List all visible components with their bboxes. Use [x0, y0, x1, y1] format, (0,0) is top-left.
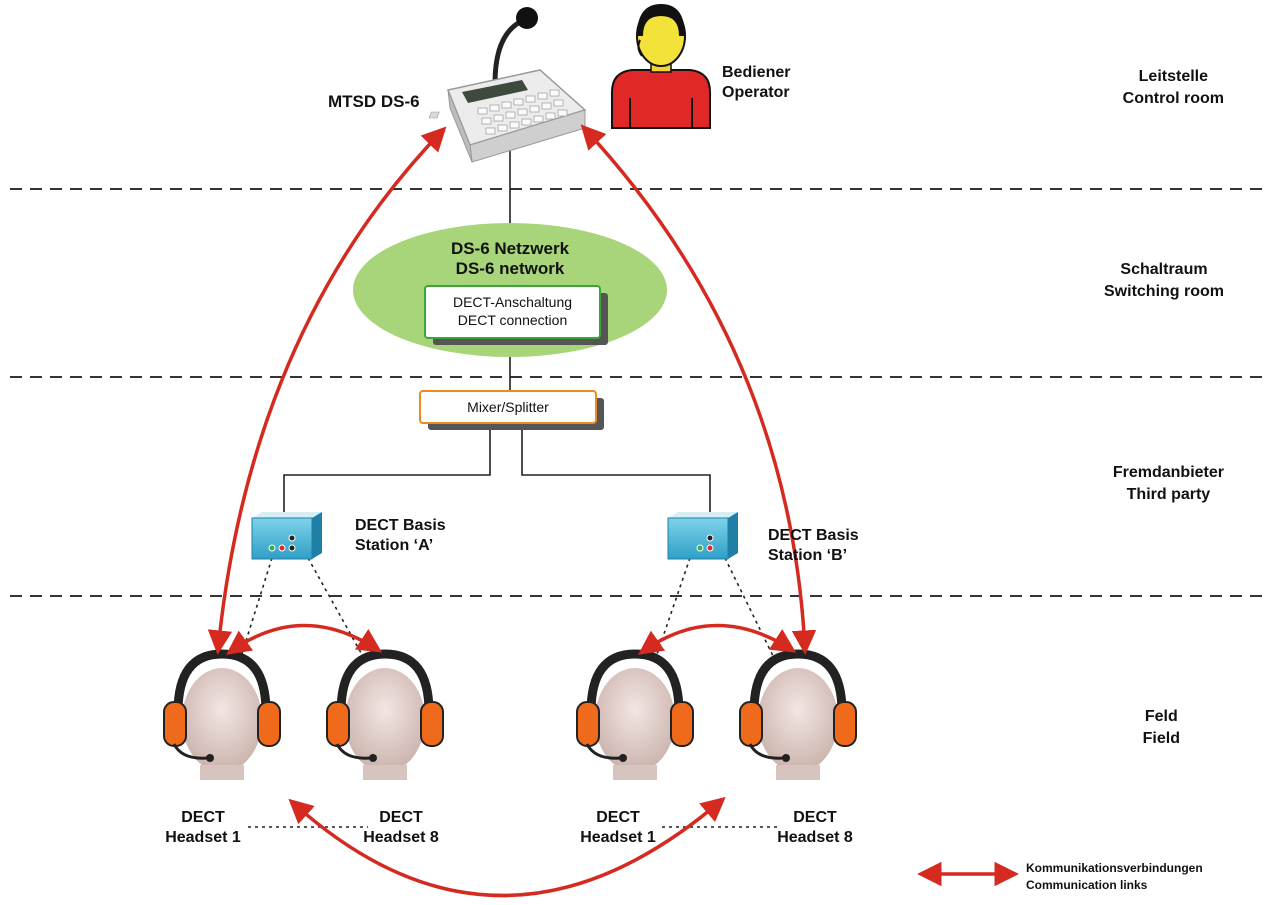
headset-1-b-line1: DECT	[596, 809, 640, 826]
link-group-a-group-b	[288, 796, 726, 898]
dect-connection-line1: DECT-Anschaltung	[452, 294, 573, 310]
network-label-line2: DS-6 network	[455, 259, 565, 278]
mixer-label: Mixer/Splitter	[467, 399, 549, 415]
legend-line1: Kommunikationsverbindungen	[1026, 861, 1203, 875]
zone-separators	[10, 188, 1268, 597]
zone-field: Feld Field	[1143, 706, 1180, 750]
communication-links	[207, 124, 1019, 898]
console-device	[428, 7, 587, 163]
zone-control-room-line2: Control room	[1122, 90, 1224, 107]
base-station-a-line1: DECT Basis	[355, 517, 446, 534]
headset-8-a-line1: DECT	[379, 809, 423, 826]
zone-switching-room-line1: Schaltraum	[1120, 261, 1208, 278]
link-headsets-b	[638, 623, 797, 655]
zone-field-line2: Field	[1142, 730, 1180, 747]
headset-8-b-icon	[739, 649, 857, 780]
headset-1-a-line2: Headset 1	[165, 829, 241, 846]
zone-third-party-line1: Fremdanbieter	[1112, 464, 1224, 481]
base-station-b-device	[667, 512, 738, 560]
headset-8-b-label: DECT Headset 8	[770, 808, 860, 848]
headset-8-a-label: DECT Headset 8	[356, 808, 446, 848]
operator-label-line2: Operator	[722, 84, 790, 101]
base-station-b-line1: DECT Basis	[768, 527, 859, 544]
zone-field-line1: Feld	[1144, 708, 1178, 725]
zone-switching-room: Schaltraum Switching room	[1104, 259, 1224, 303]
headset-1-a-label: DECT Headset 1	[158, 808, 248, 848]
base-station-a-line2: Station ‘A’	[355, 537, 434, 554]
headset-8-a-line2: Headset 8	[363, 829, 439, 846]
operator-label-line1: Bediener	[722, 64, 791, 81]
headset-8-a-icon	[326, 649, 444, 780]
headset-1-a-icon	[163, 649, 281, 780]
dect-connection-label: DECT-Anschaltung DECT connection	[425, 293, 600, 329]
radio-links	[239, 557, 780, 828]
network-label: DS-6 Netzwerk DS-6 network	[430, 239, 590, 279]
operator-label: Bediener Operator	[722, 63, 790, 103]
headset-1-b-line2: Headset 1	[580, 829, 656, 846]
headset-8-b-line2: Headset 8	[777, 829, 853, 846]
zone-third-party-line2: Third party	[1126, 486, 1211, 503]
operator-icon	[611, 4, 711, 129]
console-keys	[477, 89, 568, 135]
headset-8-b-line1: DECT	[793, 809, 837, 826]
legend-label: Kommunikationsverbindungen Communication…	[1026, 860, 1203, 894]
headset-1-a-line1: DECT	[181, 809, 225, 826]
console-label: MTSD DS-6	[328, 92, 420, 111]
zone-control-room: Leitstelle Control room	[1123, 66, 1224, 110]
link-console-headset8b	[580, 124, 817, 655]
zone-third-party: Fremdanbieter Third party	[1113, 462, 1224, 506]
headset-1-b-icon	[576, 649, 694, 780]
link-headsets-a	[226, 623, 383, 655]
base-station-b-label: DECT Basis Station ‘B’	[768, 526, 859, 566]
dect-connection-line2: DECT connection	[457, 312, 568, 328]
zone-control-room-line1: Leitstelle	[1138, 68, 1209, 85]
headset-1-b-label: DECT Headset 1	[573, 808, 663, 848]
link-console-headset1a	[207, 126, 447, 655]
base-station-a-device	[251, 512, 322, 560]
base-station-b-line2: Station ‘B’	[768, 547, 848, 564]
zone-switching-room-line2: Switching room	[1104, 283, 1224, 300]
base-station-a-label: DECT Basis Station ‘A’	[355, 516, 446, 556]
network-label-line1: DS-6 Netzwerk	[450, 239, 570, 258]
legend-line2: Communication links	[1026, 878, 1148, 892]
